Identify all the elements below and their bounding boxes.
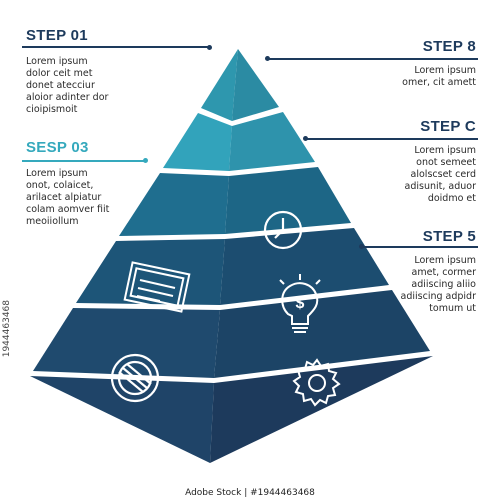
pyramid-base-right [210, 356, 433, 463]
pyramid-tier-3-right [225, 167, 351, 234]
leader-step-01 [22, 46, 210, 48]
svg-text:$: $ [296, 295, 305, 312]
leader-dot-step-03 [143, 158, 148, 163]
pyramid-tier-1-left [201, 49, 238, 121]
step-5-title: STEP 5 [422, 228, 476, 245]
dollar-bulb-icon: $ [279, 274, 321, 333]
step-01-title: STEP 01 [26, 27, 88, 44]
leader-step-5 [362, 246, 478, 248]
gear-icon [292, 358, 341, 407]
step-8-title: STEP 8 [422, 38, 476, 55]
certificate-icon [123, 261, 191, 313]
leader-step-03 [22, 160, 146, 162]
step-5-block: STEP 5 Lorem ipsum amet, cormer adiiscin… [356, 228, 476, 315]
step-03-title: SESP 03 [26, 139, 89, 156]
step-8-body: Lorem ipsum omer, cit amett [402, 65, 476, 88]
step-01-block: STEP 01 Lorem ipsum dolor ceit met donet… [26, 27, 146, 116]
step-01-body: Lorem ipsum dolor ceit met donet atecciu… [26, 56, 109, 115]
leader-dot-step-8 [265, 56, 270, 61]
step-8-block: STEP 8 Lorem ipsum omer, cit amett [356, 38, 476, 89]
pyramid-tier-5-left [33, 308, 220, 378]
step-03-block: SESP 03 Lorem ipsum onot, colaicet, aril… [26, 139, 146, 228]
leader-dot-step-c [303, 136, 308, 141]
step-c-body: Lorem ipsum onot semeet alolscset cerd a… [404, 145, 476, 204]
pyramid-tier-2-left [163, 113, 232, 171]
clock-icon [263, 210, 303, 250]
leader-step-c [306, 138, 478, 140]
pyramid-tier-5-right [214, 290, 430, 378]
pyramid-tier-2-right [229, 112, 315, 171]
step-c-title: STEP C [420, 118, 476, 135]
step-5-body: Lorem ipsum amet, cormer adiiscing aliio… [400, 255, 476, 314]
leader-dot-step-5 [359, 244, 364, 249]
shield-icon [110, 353, 160, 403]
pyramid-tier-3-left [119, 173, 229, 236]
step-03-body: Lorem ipsum onot, colaicet, arilacet alp… [26, 168, 110, 227]
stock-brand: Adobe Stock | #1944463468 [185, 488, 315, 498]
pyramid-tier-1-right [232, 49, 279, 121]
pyramid-base-left [30, 376, 214, 463]
step-c-block: STEP C Lorem ipsum onot semeet alolscset… [356, 118, 476, 205]
leader-step-8 [268, 58, 478, 60]
pyramid-tier-4-right [220, 228, 389, 305]
stock-id: 1944463468 [2, 300, 12, 358]
leader-dot-step-01 [207, 44, 212, 50]
